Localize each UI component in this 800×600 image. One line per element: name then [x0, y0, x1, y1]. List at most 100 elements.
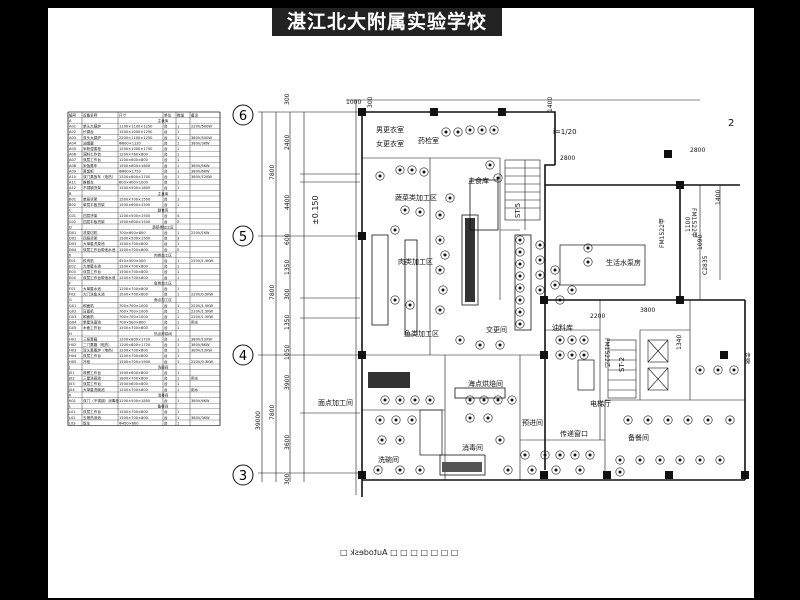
table-cell: 1100×1100×1250	[119, 125, 153, 129]
table-cell: A02	[69, 130, 76, 134]
table-cell: 1	[177, 421, 179, 425]
room-washing: 洗碗间	[378, 455, 399, 464]
table-cell: 220V/1.5KW	[191, 309, 213, 313]
table-cell: 1200×700×800	[119, 287, 149, 291]
table-cell: 双头蒸煮炉（电热）	[83, 348, 115, 353]
table-cell: 1	[177, 399, 179, 403]
table-cell: 双头大锅炉	[83, 135, 101, 140]
building-walls	[361, 111, 746, 497]
table-cell: 1	[177, 270, 179, 274]
table-cell: 面点加工区	[154, 297, 172, 302]
table-cell: 2200×1100×1250	[119, 136, 153, 140]
table-cell: 1500×600×1500	[119, 203, 151, 207]
table-cell: 380V/12KW	[191, 349, 212, 353]
stair-label-st5: ST-5	[514, 203, 522, 218]
table-cell: 不锈钢货架	[83, 185, 101, 190]
table-cell: 二门蒸箱（电热）	[83, 342, 112, 347]
room-disinfection: 消毒间	[462, 443, 483, 452]
table-cell: 1500×700×1500	[119, 197, 151, 201]
table-cell: C02	[69, 220, 76, 224]
table-cell: 380V/3KW	[191, 141, 210, 145]
table-cell: 大单星水池	[83, 286, 101, 291]
table-cell: B01	[69, 197, 76, 201]
table-cell: 1	[177, 388, 179, 392]
table-cell: B	[69, 192, 72, 196]
table-cell: 1	[177, 315, 179, 319]
table-cell: 台	[164, 387, 168, 392]
table-cell: K	[69, 393, 72, 397]
top-dim-300: 300	[367, 96, 374, 108]
table-cell: 380V/500W	[191, 136, 212, 140]
dim-1350-a: 1350	[284, 260, 291, 275]
table-cell: A10	[69, 175, 77, 179]
table-cell: 1200×500×1500	[119, 214, 151, 218]
room-medicine: 药检室	[418, 136, 439, 145]
dim-2400: 2400	[284, 135, 291, 150]
table-cell: 台	[164, 325, 168, 330]
table-cell: 600×400×1000	[119, 181, 149, 185]
table-cell: 1	[177, 410, 179, 414]
table-cell: 用水	[191, 376, 199, 381]
table-cell: 双门（不锈钢）消毒柜	[83, 398, 119, 403]
table-cell: 1500×600×1500	[119, 220, 151, 224]
table-cell: 台	[164, 230, 168, 235]
table-cell: 用水	[191, 320, 199, 325]
dim-1050: 1050	[284, 345, 291, 360]
table-cell: 700×600×800	[119, 231, 146, 235]
table-cell: 副食库	[158, 208, 169, 213]
table-cell: F01	[69, 287, 76, 291]
table-cell: G01	[69, 304, 76, 308]
stair-st5	[504, 159, 541, 221]
title-banner: 湛江北大附属实验学校	[272, 8, 502, 36]
table-cell: 台	[164, 420, 168, 425]
room-water-pump: 生活水泵房	[606, 258, 641, 267]
table-cell: 380V/6KW	[191, 169, 210, 173]
table-cell: 台	[164, 376, 168, 381]
table-cell: 1200×700×800	[119, 354, 149, 358]
table-cell: 1200×700×800	[119, 276, 149, 280]
dim-3600: 3600	[284, 435, 291, 450]
table-cell: 1	[177, 287, 179, 291]
table-cell: 台	[164, 174, 168, 179]
room-men-changing: 男更衣室	[376, 125, 404, 134]
table-cell: 四层平板货架	[83, 219, 105, 224]
label-corridor: 走廊	[743, 352, 751, 364]
room-prep: 预进间	[522, 418, 543, 427]
table-cell: 木面工作台	[83, 325, 101, 330]
table-cell: 米饭蒸车	[83, 163, 98, 168]
table-cell: 单头大锅炉	[83, 124, 101, 129]
table-cell: 三星洗碗池	[83, 376, 101, 381]
grid-bubble-4: 4	[232, 344, 254, 366]
table-cell: E	[69, 253, 72, 257]
table-cell: 台	[164, 336, 168, 341]
table-cell: G03	[69, 315, 76, 319]
table-cell: 1	[177, 343, 179, 347]
table-cell: 1	[177, 259, 179, 263]
room-pastry-bake: 海点烘焙间	[468, 379, 503, 388]
table-cell: 1	[177, 231, 179, 235]
table-cell: 台	[164, 163, 168, 168]
table-cell: 1	[177, 147, 179, 151]
table-cell: 米粉湿蒸柜	[83, 146, 101, 151]
table-cell: 洗碗间	[158, 364, 169, 369]
table-cell: 2	[177, 220, 179, 224]
table-cell: 四层货架	[83, 236, 98, 241]
grid-bubble-3: 3	[232, 464, 254, 486]
table-cell: 1	[177, 197, 179, 201]
stair-st2	[607, 339, 637, 399]
table-cell: E01	[69, 259, 76, 263]
top-dim-2800-a: 2800	[690, 147, 705, 154]
table-header-cell: 尺寸	[119, 112, 127, 117]
room-meat: 肉类加工区	[398, 257, 433, 266]
dimension-lines	[258, 99, 700, 495]
table-cell: A03	[69, 136, 76, 140]
table-cell: 220V/1.5KW	[191, 315, 213, 319]
table-cell: 肉类加工区	[154, 252, 172, 257]
table-cell: 台	[164, 359, 168, 364]
table-cell: 台	[164, 241, 168, 246]
table-cell: 台	[164, 370, 168, 375]
room-backup: 备餐间	[628, 433, 649, 442]
table-cell: 台	[164, 314, 168, 319]
table-cell: A	[69, 119, 72, 123]
